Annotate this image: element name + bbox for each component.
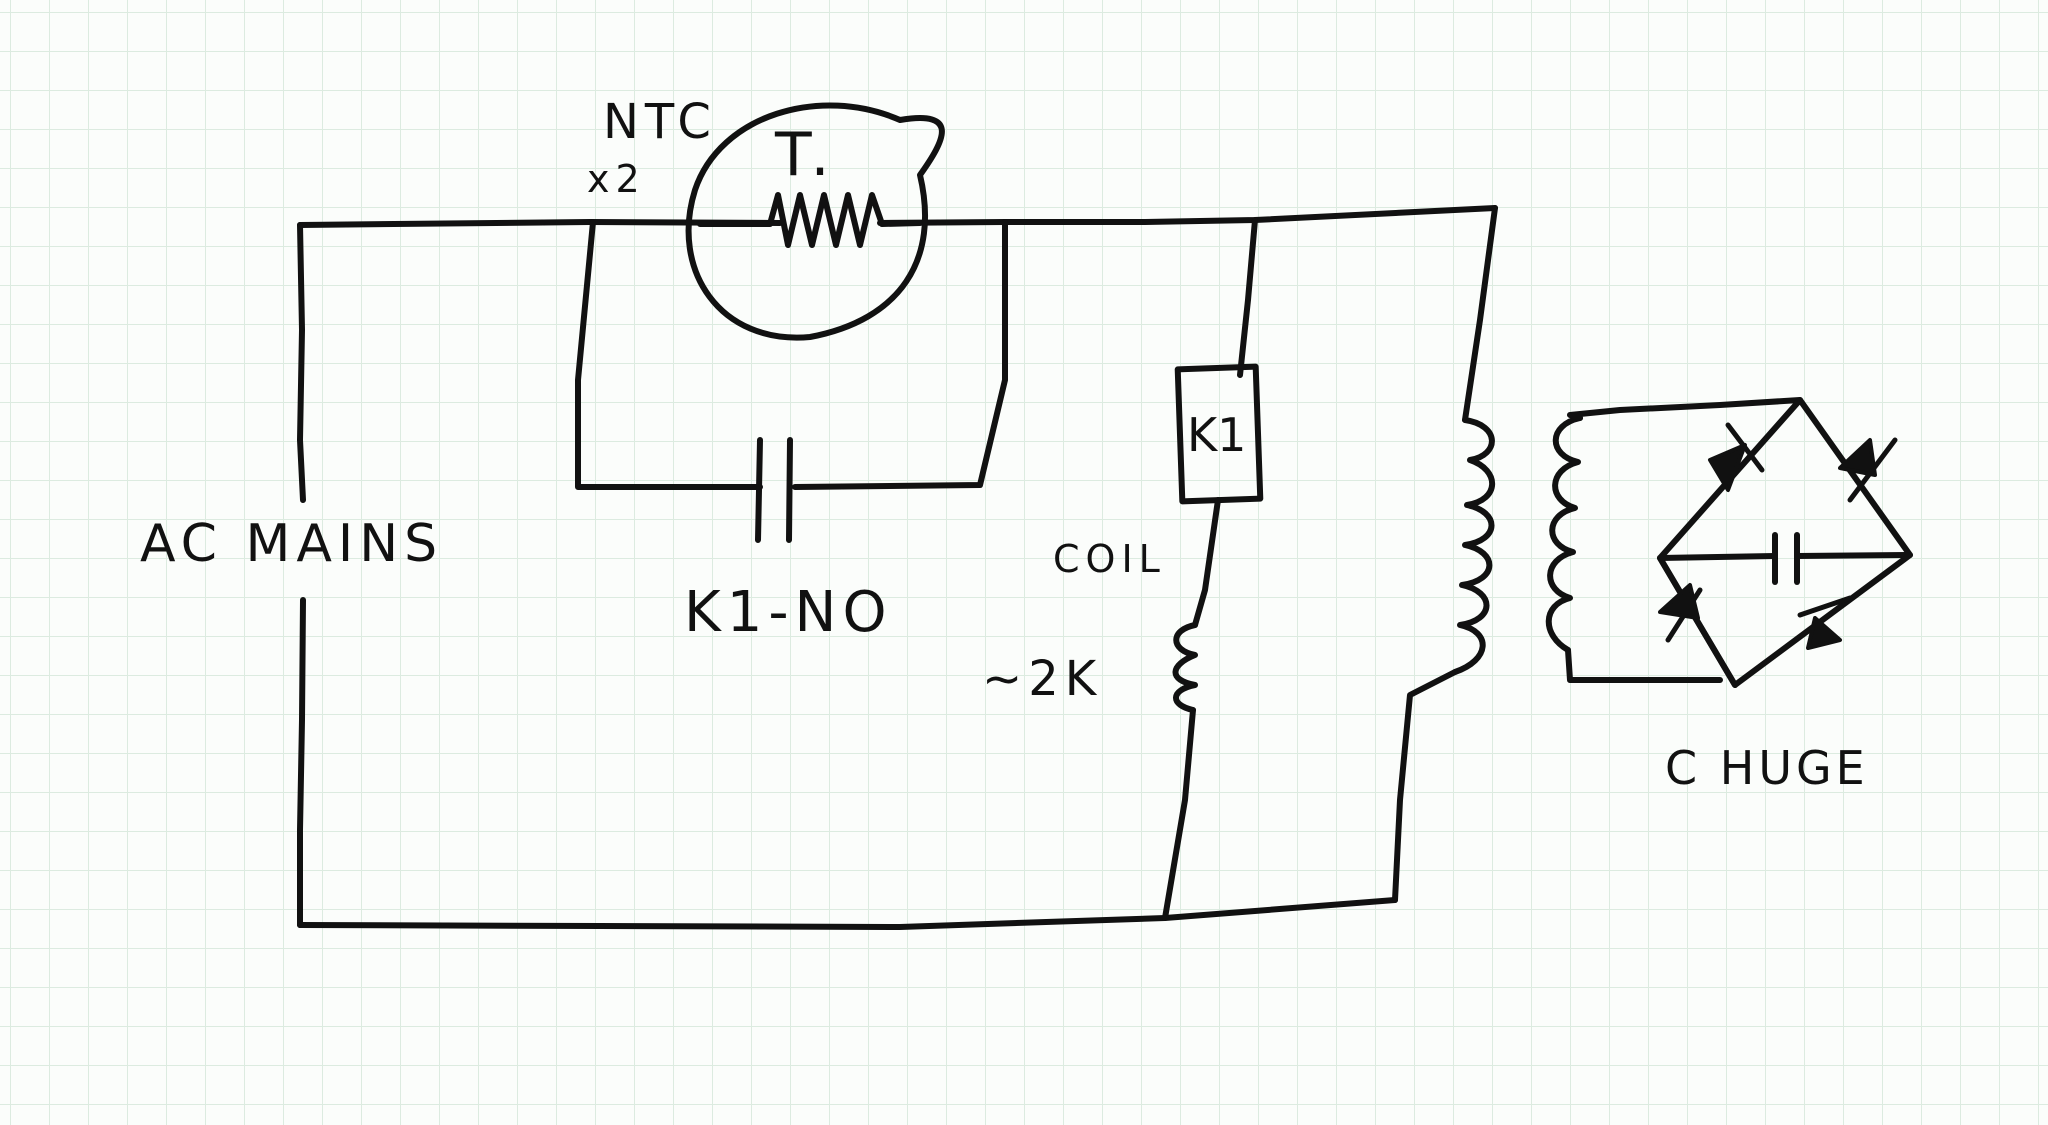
relay-coil-top-wire	[1237, 217, 1258, 378]
relay-coil-wire-to-resistor	[1192, 497, 1221, 628]
bridge-rectifier-frame	[1657, 397, 1913, 688]
ac-mains-left-wire-lower	[297, 597, 306, 928]
diode-top-left-bar	[1725, 422, 1765, 473]
transformer-primary-coil	[1452, 417, 1496, 675]
coil-label: COIL	[1053, 537, 1166, 581]
primary-top-wire	[1462, 205, 1498, 423]
diode-top-right-icon	[1838, 438, 1877, 477]
k1-no-contact-plate-left	[755, 437, 763, 543]
coil-resistor	[1172, 622, 1198, 713]
coil-resistor-bottom-wire	[1162, 707, 1196, 921]
relay-coil-box	[1174, 363, 1264, 505]
ntc-circle	[685, 102, 945, 341]
relay-coil-label: K1	[1187, 408, 1247, 462]
primary-bottom-wire	[1392, 669, 1458, 903]
bridge-left-to-bottom	[1657, 555, 1738, 688]
secondary-bottom-wire	[1565, 647, 1723, 683]
diode-top-left-icon	[1708, 443, 1747, 492]
diode-top-right-bar	[1847, 437, 1898, 503]
diode-bottom-right-bar	[1797, 595, 1853, 618]
ntc-label: NTC	[603, 94, 717, 150]
diode-bottom-left-bar	[1665, 587, 1703, 643]
resistance-label: ~2K	[982, 651, 1103, 707]
secondary-top-wire	[1567, 397, 1803, 421]
c-huge-label: C HUGE	[1665, 741, 1869, 795]
relay-contact-label: K1-NO	[684, 580, 893, 645]
k1-no-contact-plate-right	[786, 437, 793, 543]
diode-bottom-right-icon	[1806, 616, 1842, 650]
c-huge-capacitor-wire-left	[1657, 553, 1778, 561]
ac-mains-label: AC MAINS	[140, 514, 444, 574]
ntc-resistor	[697, 192, 923, 248]
thermal-label: T.	[775, 120, 836, 190]
k1-no-bypass-loop	[575, 219, 1008, 490]
c-huge-capacitor-wire-right	[1794, 552, 1913, 559]
ntc-count-label: x2	[587, 157, 646, 201]
transformer-secondary-coil	[1545, 415, 1583, 653]
ac-mains-left-wire-upper	[297, 222, 306, 503]
bottom-wire	[297, 897, 1398, 930]
